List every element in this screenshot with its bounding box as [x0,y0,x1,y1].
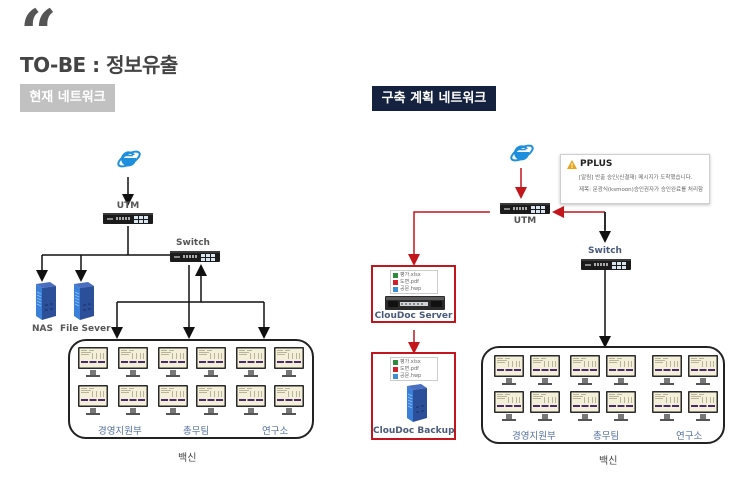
monitor-icon [570,355,600,387]
cloudoc-backup-label: ClouDoc Backup [373,426,455,436]
excel-file-icon [393,360,398,365]
current-network-tag: 현재 네트워크 [20,84,115,112]
file-item: 공문.hwp [393,373,435,380]
monitor-icon [688,355,718,387]
file-list: 평가.xlsx 도면.pdf 공문.hwp [390,270,438,294]
monitor-icon [118,385,148,417]
file-item: 평가.xlsx [393,359,435,366]
dept-label: 연구소 [676,431,703,442]
cloudoc-backup-box[interactable]: 평가.xlsx 도면.pdf 공문.hwp ClouDoc Backup [371,352,456,440]
quote-mark: “ [20,0,57,71]
server-icon [68,282,94,320]
notification-subject: 제목: 문광식(ksmoon)승인권자가 승인완료를 처리함 [579,187,704,193]
monitor-icon [196,347,226,379]
server-icon [401,384,427,422]
monitor-icon [118,347,148,379]
server-icon [30,282,56,320]
notification-app-name: PPLUS [580,159,613,169]
file-item: 공문.hwp [393,286,435,293]
group-label-left: 백신 [178,453,197,464]
monitor-icon [652,355,682,387]
monitor-icon [274,347,304,379]
pplus-notification[interactable]: PPLUS [알림] 반출 승인(신결재) 메시지가 도착했습니다. 제목: 문… [560,154,710,204]
monitor-icon [494,391,524,423]
dept-label: 연구소 [262,426,289,437]
file-item: 도면.pdf [393,366,435,373]
monitor-icon [530,355,560,387]
monitor-icon [158,385,188,417]
page-title: TO-BE : 정보유출 [20,53,178,77]
notification-message: [알림] 반출 승인(신결재) 메시지가 도착했습니다. [579,175,693,181]
monitor-icon [78,347,108,379]
cloudoc-server-label: ClouDoc Server [374,311,453,321]
rack-server-icon [385,296,445,310]
pdf-file-icon [393,280,398,285]
monitor-icon [606,391,636,423]
monitor-icon [652,391,682,423]
pc-group-left [68,339,314,439]
dept-label: 경영지원부 [512,431,556,442]
monitor-icon [158,347,188,379]
utm-label-left: UTM [116,201,140,211]
utm-label-right: UTM [513,216,537,226]
dept-label: 총무팀 [183,426,210,437]
pdf-file-icon [393,367,398,372]
group-label-right: 백신 [599,456,618,467]
switch-label-left: Switch [176,238,210,248]
warning-icon [567,159,577,169]
file-item: 도면.pdf [393,279,435,286]
monitor-icon [78,385,108,417]
monitor-icon [494,355,524,387]
cloudoc-server-box[interactable]: 평가.xlsx 도면.pdf 공문.hwp ClouDoc Server [371,265,456,323]
hwp-file-icon [393,374,398,379]
monitor-icon [606,355,636,387]
monitor-icon [688,391,718,423]
switch-device-icon [170,250,220,264]
monitor-icon [236,347,266,379]
excel-file-icon [393,273,398,278]
file-list: 평가.xlsx 도면.pdf 공문.hwp [390,357,438,381]
switch-label-right: Switch [588,246,622,256]
internet-explorer-icon [509,140,535,166]
pc-group-right [481,346,725,444]
file-server-label: File Sever [60,324,111,334]
nas-label: NAS [32,324,53,334]
file-item: 평가.xlsx [393,272,435,279]
hwp-file-icon [393,287,398,292]
dept-label: 경영지원부 [98,426,142,437]
monitor-icon [570,391,600,423]
monitor-icon [530,391,560,423]
internet-explorer-icon [116,146,142,172]
planned-network-tag: 구축 계획 네트워크 [372,86,496,111]
dept-label: 총무팀 [593,431,620,442]
utm-device-icon [103,212,153,226]
monitor-icon [274,385,304,417]
monitor-icon [236,385,266,417]
switch-device-icon [581,258,631,272]
utm-device-icon [500,202,550,216]
monitor-icon [196,385,226,417]
edge-utm-to-cloudoc [408,211,490,266]
